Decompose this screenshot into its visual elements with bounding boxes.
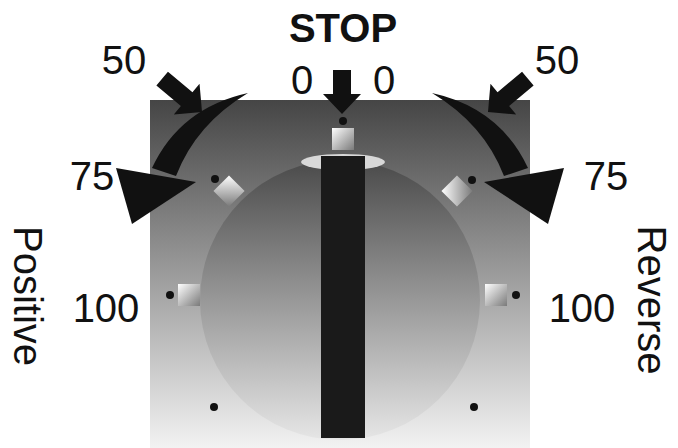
speed-value: 50 — [535, 40, 580, 80]
speed-value: 0 — [291, 60, 313, 100]
speed-value: 100 — [73, 288, 140, 328]
speed-value: 0 — [373, 60, 395, 100]
speed-value: 75 — [70, 156, 115, 196]
position-tabs — [178, 128, 507, 306]
direction-label: Reverse — [632, 226, 672, 375]
knob-pointer-bar — [321, 156, 365, 438]
stop-label: STOP — [289, 8, 397, 48]
direction-label: Positive — [8, 226, 48, 366]
speed-value: 75 — [584, 156, 629, 196]
speed-value: 50 — [102, 40, 147, 80]
speed-value: 100 — [549, 288, 616, 328]
switch-plate — [150, 100, 530, 448]
position-dots — [166, 117, 520, 411]
rotation-arrows — [116, 93, 564, 224]
